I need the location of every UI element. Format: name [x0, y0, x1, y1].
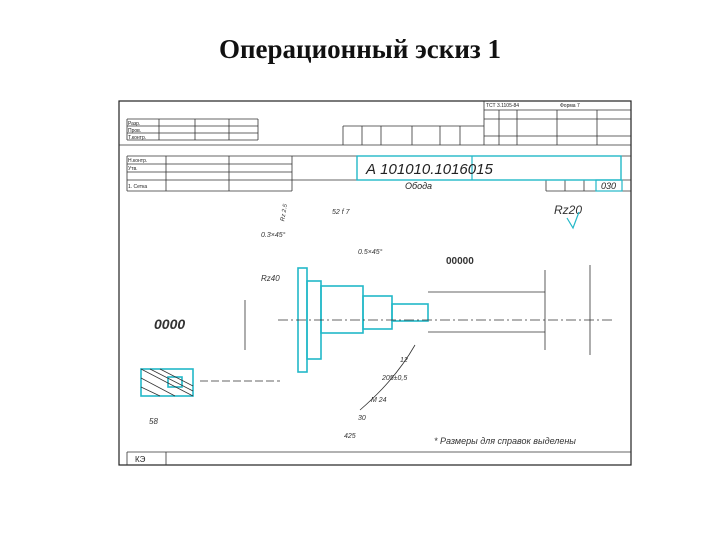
annotations: Rz20 Rz40 Rz 2.5 52 f 7 0.3×45° 0.5×45° … — [149, 203, 582, 446]
contour-lines — [140, 265, 612, 411]
document-code: А 101010.1016015 — [365, 161, 493, 178]
dim-m: М 24 — [371, 397, 387, 404]
dim-58: 58 — [149, 417, 158, 426]
stamp-row-3: Т.контр. — [128, 135, 146, 141]
roughness-general: Rz20 — [554, 203, 582, 217]
hatch-label: 0000 — [154, 316, 185, 332]
sheet-frame — [118, 100, 632, 466]
code-box — [356, 155, 622, 181]
dim-12: 12 — [400, 357, 408, 364]
doc-ref-text: ТСТ 3.1105-84 — [486, 103, 519, 109]
dim-52: 52 f 7 — [332, 209, 351, 216]
drawing-note: * Размеры для справок выделены — [434, 436, 576, 446]
dim-425: 425 — [344, 433, 356, 440]
shaft-drawing — [140, 267, 429, 397]
stamp-row-5: Утв. — [128, 166, 138, 172]
sheet-number-box — [595, 179, 623, 192]
chamfer-1: 0.3×45° — [261, 231, 286, 239]
stamp-row-4: Н.контр. — [128, 158, 147, 164]
footer-code: КЭ — [135, 455, 146, 464]
part-name: Обода — [405, 181, 432, 191]
roughness-local: Rz40 — [261, 274, 280, 283]
page-title: Операционный эскиз 1 — [218, 34, 502, 64]
stamp-row-1: Разр. — [128, 121, 140, 127]
form-text: Форма 7 — [560, 103, 580, 109]
stamp-row-2: Пров. — [128, 128, 141, 134]
dim-205: 205±0,5 — [381, 375, 407, 382]
stamp-row-6: 1. Сетка — [128, 184, 147, 190]
dim-30: 30 — [358, 415, 366, 422]
chamfer-2: 0.5×45° — [358, 248, 383, 256]
rz-small: Rz 2.5 — [280, 203, 289, 222]
sheet-number: 030 — [601, 181, 616, 191]
stamp-box-label: 00000 — [446, 256, 474, 267]
